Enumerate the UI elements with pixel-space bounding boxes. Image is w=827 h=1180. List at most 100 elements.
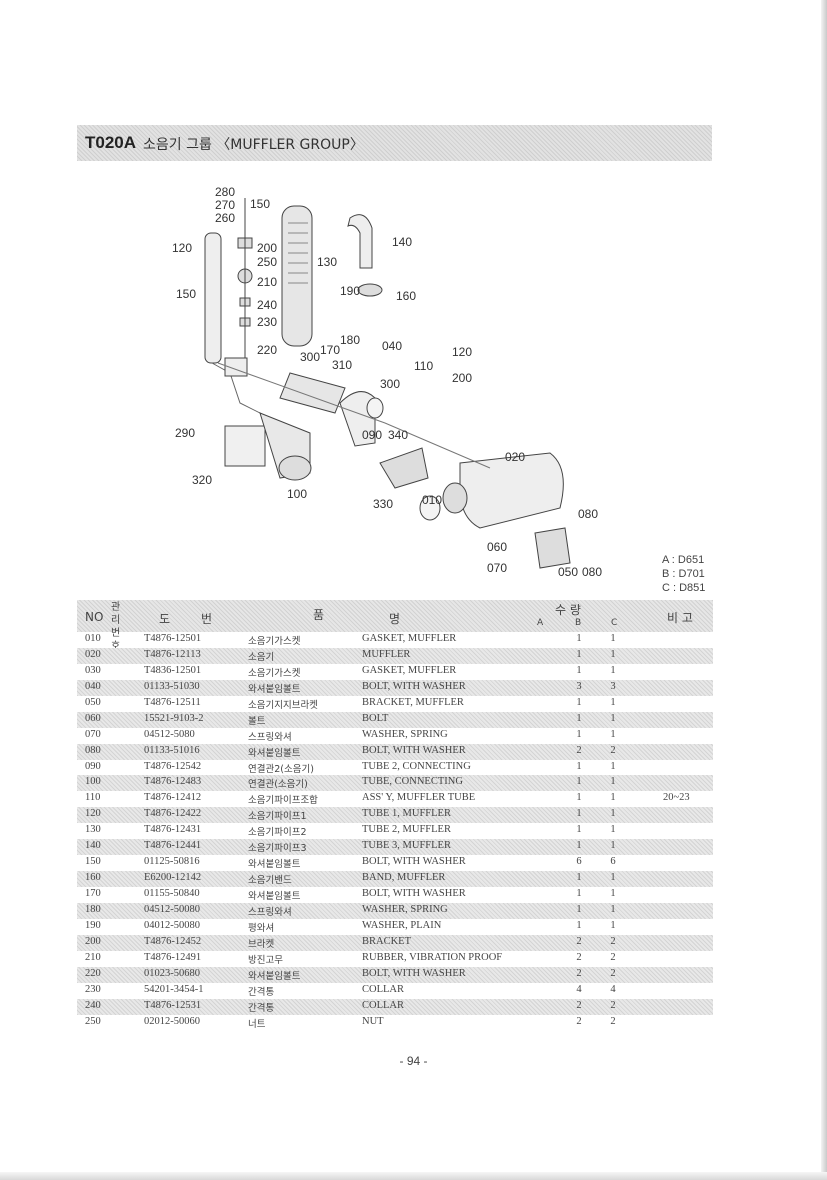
qty-b: 1 [576, 903, 582, 915]
qty-c: 2 [610, 744, 616, 756]
row-number: 060 [85, 712, 101, 724]
english-name: BOLT [362, 712, 389, 724]
row-number: 100 [85, 776, 101, 788]
qty-c: 1 [610, 919, 616, 931]
svg-text:320: 320 [192, 473, 212, 487]
qty-c: 1 [610, 648, 616, 660]
part-number: T4876-12501 [144, 633, 202, 644]
row-number: 140 [85, 840, 101, 852]
english-name: COLLAR [362, 999, 404, 1011]
korean-name: 소음기파이프1 [248, 811, 307, 823]
qty-c: 1 [610, 808, 616, 820]
qty-b: 2 [576, 951, 582, 963]
svg-text:040: 040 [382, 339, 402, 353]
col-name-2: 명 [389, 612, 401, 626]
english-name: COLLAR [362, 983, 404, 995]
col-qty: 수 량 [555, 603, 581, 617]
svg-text:150: 150 [250, 197, 270, 211]
korean-name: 소음기밴드 [248, 875, 292, 887]
svg-text:050: 050 [558, 565, 578, 579]
svg-text:190: 190 [340, 284, 360, 298]
row-number: 240 [85, 999, 101, 1011]
part-number: T4876-12511 [144, 696, 201, 708]
qty-c: 1 [610, 696, 616, 708]
svg-text:080: 080 [582, 565, 602, 579]
row-number: 120 [85, 808, 101, 820]
korean-name: 스프링와셔 [248, 731, 292, 743]
row-number: 130 [85, 824, 101, 836]
page-number: - 94 - [399, 1054, 428, 1068]
row-number: 230 [85, 983, 101, 995]
qty-c: 2 [610, 951, 616, 963]
korean-name: 연결관(소음기) [248, 779, 308, 791]
english-name: TUBE 3, MUFFLER [362, 840, 451, 852]
part-number: 01155-50840 [144, 888, 200, 899]
korean-name: 소음기 [248, 651, 275, 663]
english-name: MUFFLER [362, 648, 411, 660]
qty-b: 1 [576, 728, 582, 740]
qty-c: 3 [610, 680, 616, 692]
part-number: T4876-12542 [144, 760, 202, 772]
col-part-no-2: 번 [201, 612, 213, 626]
part-number: 15521-9103-2 [144, 712, 204, 724]
qty-b: 1 [576, 760, 582, 772]
qty-b: 1 [576, 808, 582, 820]
svg-text:200: 200 [257, 241, 277, 255]
part-number: 04512-5080 [144, 728, 195, 740]
part-number: 02012-50060 [144, 1015, 200, 1027]
part-number: T4876-12422 [144, 808, 202, 820]
row-number: 170 [85, 888, 101, 899]
svg-text:130: 130 [317, 255, 337, 269]
svg-text:250: 250 [257, 255, 277, 269]
row-number: 110 [85, 792, 101, 804]
qty-b: 4 [576, 983, 582, 995]
english-name: WASHER, SPRING [362, 728, 448, 740]
qty-c: 2 [610, 935, 616, 947]
row-number: 150 [85, 856, 101, 868]
svg-text:020: 020 [505, 450, 525, 464]
svg-text:240: 240 [257, 298, 277, 312]
row-number: 070 [85, 728, 101, 740]
qty-c: 1 [610, 888, 616, 899]
svg-text:110: 110 [414, 359, 433, 373]
section-title: 소음기 그룹 〈MUFFLER GROUP〉 [143, 137, 364, 153]
row-number: 080 [85, 744, 101, 756]
korean-name: 간격통 [248, 1002, 275, 1014]
qty-c: 2 [610, 999, 616, 1011]
korean-name: 소음기지지브라켓 [248, 699, 318, 711]
col-qty-c: C [611, 618, 618, 628]
qty-b: 1 [576, 712, 582, 724]
col-name-1: 품 [313, 608, 325, 622]
korean-name: 소음기파이프3 [248, 843, 307, 855]
row-number: 250 [85, 1015, 101, 1027]
qty-b: 1 [576, 633, 582, 644]
qty-c: 1 [610, 792, 616, 804]
part-number: T4836-12501 [144, 664, 202, 676]
part-number: 04012-50080 [144, 919, 200, 931]
qty-c: 1 [610, 840, 616, 852]
part-number: T4876-12452 [144, 935, 202, 947]
svg-text:140: 140 [392, 235, 412, 249]
english-name: WASHER, SPRING [362, 903, 448, 915]
qty-c: 1 [610, 728, 616, 740]
col-qty-b: B [575, 618, 582, 628]
svg-text:340: 340 [388, 428, 408, 442]
svg-text:170: 170 [320, 343, 340, 357]
english-name: BRACKET [362, 935, 412, 947]
svg-text:060: 060 [487, 540, 507, 554]
table-header: NO 관리 번호 도 번 품 명 수 량 A B C 비 고 [77, 600, 713, 652]
col-mgmt: 관리 번호 [111, 602, 121, 652]
row-number: 020 [85, 648, 101, 660]
english-name: BOLT, WITH WASHER [362, 744, 466, 756]
